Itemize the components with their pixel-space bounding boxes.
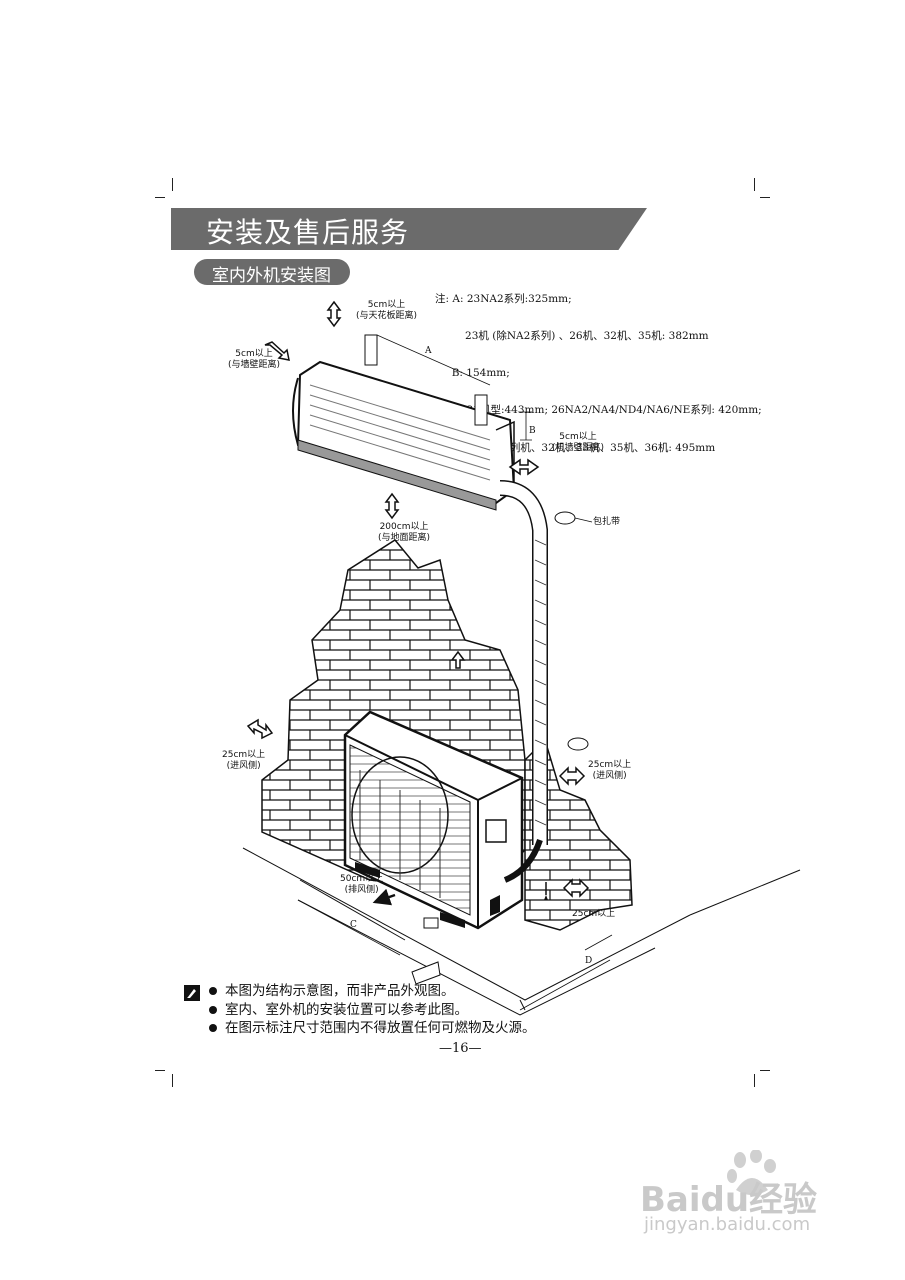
crop-mark [754,1074,755,1087]
indoor-unit [292,334,516,511]
ceiling-clearance-label: 5cm以上 (与天花板距离) [356,300,417,321]
note-line: 其他26系列机、32机、33机、35机、36机: 495mm [435,441,716,454]
crop-mark [172,178,173,191]
dimension-c-label: C [350,920,357,930]
label-line: 5cm以上 [367,300,406,310]
watermark-brand: Baidu经验 [640,1180,818,1220]
crop-mark [760,1070,770,1071]
label-line: 5cm以上 [559,432,597,442]
list-item: 本图为结构示意图，而非产品外观图。 [209,982,536,1001]
note-line: 注: A: 23NA2系列:325mm; [435,292,572,305]
remark-text: 室内、室外机的安装位置可以参考此图。 [225,1001,468,1018]
title-banner [171,208,647,250]
right-wall-clearance-label: 5cm以上 (与墙壁距离) [552,432,604,453]
drain-fitting [411,917,441,985]
dimension-b-label: B [529,426,536,436]
remarks-list: 本图为结构示意图，而非产品外观图。 室内、室外机的安装位置可以参考此图。 在图示… [209,982,536,1038]
bullet-dot [209,1024,217,1033]
section-subtitle: 室内外机安装图 [212,266,331,286]
crop-mark [155,197,165,198]
page-number: —16— [439,1041,482,1056]
brick-wall [524,738,633,931]
left-wall-clearance-label: 5cm以上 (与墙壁距离) [228,349,280,370]
label-line: (排风侧) [344,884,379,895]
exhaust-label: 50cm以上 (排风侧) [340,874,383,895]
label-line: 25cm以上 [588,760,632,770]
watermark: Baidu经验 jingyan.baidu.com [640,1150,840,1240]
exhaust-arrow [372,888,396,906]
bullet-dot [209,1005,217,1014]
outdoor-unit [343,710,524,930]
memo-icon [184,985,200,1001]
crop-mark [172,1074,173,1087]
remark-text: 本图为结构示意图，而非产品外观图。 [225,983,455,999]
dimension-lines [297,334,613,1011]
label-line: (与墙壁距离) [228,359,281,370]
label-line: 25cm以上 [222,750,266,760]
note-line: 23机 (除NA2系列) 、26机、32机、35机: 382mm [435,330,709,343]
label-line: (进风侧) [226,760,261,771]
left-intake-label: 25cm以上 (进风侧) [222,750,265,771]
refrigerant-pipe [499,480,593,900]
label-line: (与天花板距离) [356,310,418,321]
dimension-a-label: A [425,346,432,356]
floor-outline [242,847,801,1016]
dimension-d-label: D [585,956,593,966]
side-clearance-label: 25cm以上 [572,909,616,919]
label-line: 5cm以上 [235,349,273,359]
ground-clearance-label: 200cm以上 (与地面距离) [378,522,430,543]
remark-text: 在图示标注尺寸范围内不得放置任何可燃物及火源。 [225,1020,536,1036]
tape-label: 包扎带 [593,517,621,527]
crop-mark [155,1070,165,1071]
label-line: 50cm以上 [340,874,384,884]
label-line: 200cm以上 [379,522,429,532]
right-intake-label: 25cm以上 (进风侧) [588,760,631,781]
paw-icon [727,1150,776,1195]
label-line: (与地面距离) [378,532,431,543]
crop-mark [760,197,770,198]
note-line: B: 154mm; [435,367,510,380]
bullet-dot [209,987,217,996]
subtitle-pill [194,259,350,285]
label-line: (与墙壁距离) [552,442,605,453]
label-line: (进风侧) [592,770,627,781]
watermark-url: jingyan.baidu.com [644,1214,811,1235]
list-item: 在图示标注尺寸范围内不得放置任何可燃物及火源。 [209,1019,536,1038]
clearance-arrows [246,300,590,898]
page-title: 安装及售后服务 [206,216,410,249]
crop-mark [754,178,755,191]
dimension-notes: 注: A: 23NA2系列:325mm; 23机 (除NA2系列) 、26机、3… [435,268,762,504]
list-item: 室内、室外机的安装位置可以参考此图。 [209,1001,536,1020]
